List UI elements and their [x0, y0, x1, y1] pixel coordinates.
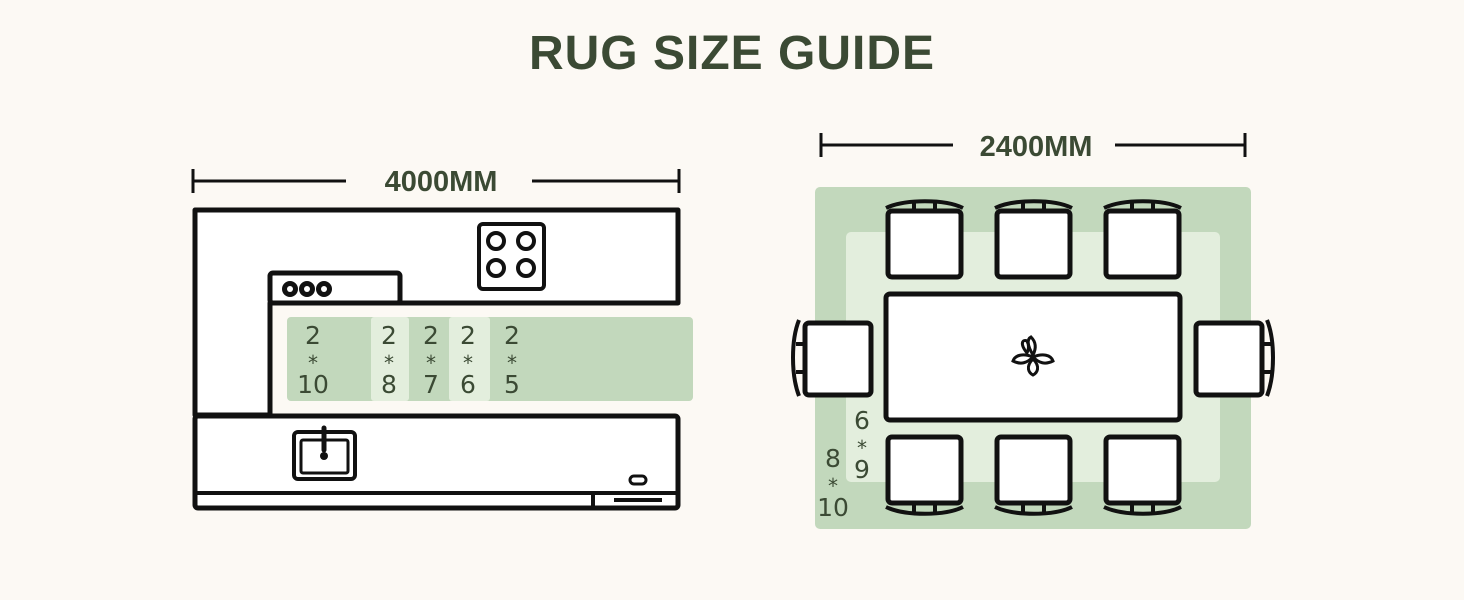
svg-text:*: *: [507, 351, 517, 375]
chair-icon: [994, 199, 1073, 280]
svg-text:6: 6: [854, 406, 870, 435]
svg-text:2: 2: [305, 321, 321, 350]
rug-label-2x5: 2 * 5: [504, 321, 520, 399]
drawer-handle: [628, 474, 648, 486]
small-cooktop: [267, 270, 403, 306]
svg-text:6: 6: [460, 370, 476, 399]
chair-icon: [885, 434, 964, 516]
kitchen-dimension-line: [191, 169, 681, 193]
svg-text:2: 2: [423, 321, 439, 350]
page-title: RUG SIZE GUIDE: [528, 27, 936, 80]
dining-diagram: 2400MM: [791, 131, 1275, 529]
rug-label-2x8: 2 * 8: [381, 321, 397, 399]
rug-area-2x7: [409, 317, 449, 401]
rug-area-2x6: [449, 317, 490, 401]
svg-text:*: *: [828, 474, 838, 498]
rug-label-2x10: 2 * 10: [297, 321, 329, 399]
svg-text:7: 7: [423, 370, 439, 399]
chair-icon: [791, 319, 874, 398]
chairs-bottom: [885, 434, 1182, 516]
svg-text:8: 8: [825, 444, 841, 473]
svg-text:*: *: [857, 436, 867, 460]
svg-text:*: *: [384, 351, 394, 375]
stove-icon: [477, 222, 546, 291]
kitchen-diagram: 4000MM: [191, 166, 693, 511]
dining-width-label: 2400MM: [980, 131, 1093, 163]
rug-label-8x10: 8 * 10: [817, 444, 849, 522]
svg-text:5: 5: [504, 370, 520, 399]
rug-label-6x9: 6 * 9: [854, 406, 870, 484]
svg-text:10: 10: [817, 493, 849, 522]
rug-area-2x5: [490, 317, 534, 401]
chairs-top: [885, 199, 1182, 280]
svg-text:8: 8: [381, 370, 397, 399]
dining-dimension-line: [819, 133, 1247, 157]
svg-text:*: *: [463, 351, 473, 375]
chair-icon: [994, 434, 1073, 516]
rug-label-2x7: 2 * 7: [423, 321, 439, 399]
chair-icon: [885, 199, 964, 280]
svg-text:*: *: [308, 351, 318, 375]
svg-text:*: *: [426, 351, 436, 375]
chair-icon: [1193, 319, 1275, 398]
svg-text:2: 2: [504, 321, 520, 350]
rug-area-2x8: [371, 317, 409, 401]
svg-text:2: 2: [460, 321, 476, 350]
rug-label-2x6: 2 * 6: [460, 321, 476, 399]
svg-text:10: 10: [297, 370, 329, 399]
svg-text:2: 2: [381, 321, 397, 350]
chair-icon: [1103, 434, 1182, 516]
chair-icon: [1103, 199, 1182, 280]
sink-icon: [292, 425, 357, 481]
plant-icon: [1011, 335, 1055, 377]
kitchen-rugs: 2 * 10 2 * 8 2 * 7 2 * 6 2 * 5: [287, 317, 693, 401]
svg-text:9: 9: [854, 455, 870, 484]
kitchen-width-label: 4000MM: [385, 166, 498, 198]
